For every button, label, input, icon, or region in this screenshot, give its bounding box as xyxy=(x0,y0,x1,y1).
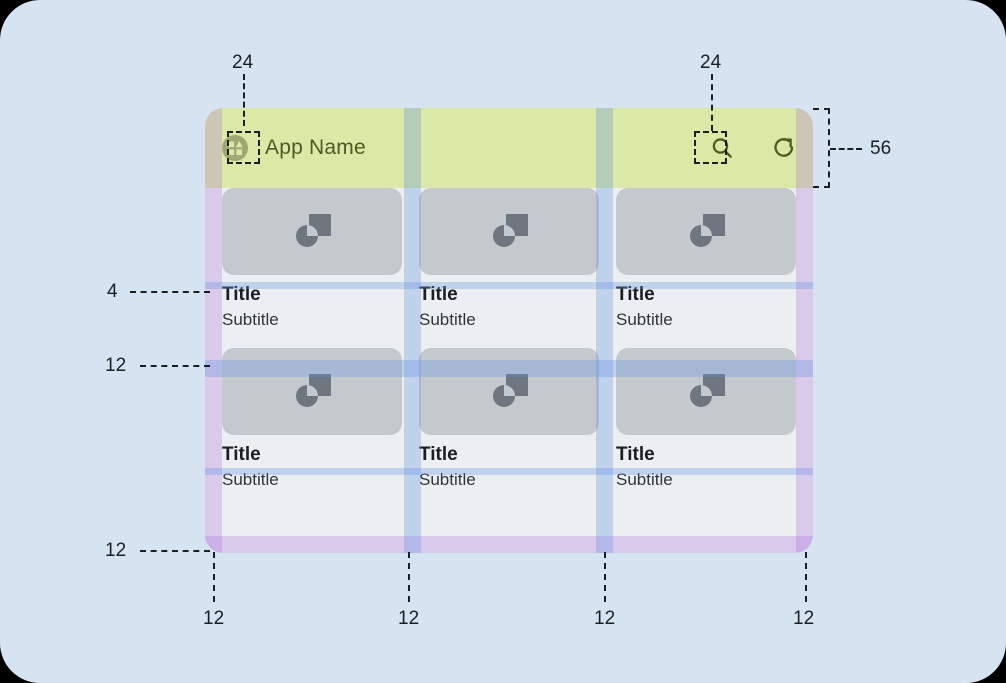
card[interactable]: Title Subtitle xyxy=(616,188,796,331)
app-logo-icon[interactable] xyxy=(222,135,248,161)
leader-line-bottom-2 xyxy=(408,552,410,602)
card-title: Title xyxy=(616,284,655,305)
leader-line-bottom-3 xyxy=(604,552,606,602)
card[interactable]: Title Subtitle xyxy=(222,188,402,331)
app-bar-leading: App Name xyxy=(222,135,366,161)
leader-line-appbar-height xyxy=(830,148,862,150)
card-row: Title Subtitle Title Subtitle xyxy=(222,188,796,331)
card-body: Title Subtitle xyxy=(222,435,402,491)
leader-line-top-right xyxy=(711,74,713,131)
card-media xyxy=(616,348,796,436)
annotation-label-bottom-1: 12 xyxy=(203,608,225,629)
leader-line-media-gap xyxy=(130,291,210,293)
image-placeholder-icon xyxy=(493,373,528,407)
card-row: Title Subtitle Title Subtitle xyxy=(222,348,796,491)
card[interactable]: Title Subtitle xyxy=(419,348,599,491)
leader-line-bottom-1 xyxy=(213,552,215,602)
card-body: Title Subtitle xyxy=(419,435,599,491)
leader-line-top-left xyxy=(243,74,245,126)
card-body: Title Subtitle xyxy=(616,435,796,491)
image-placeholder-icon xyxy=(690,373,725,407)
card-body: Title Subtitle xyxy=(616,275,796,331)
image-placeholder-icon xyxy=(296,213,331,247)
card-subtitle: Subtitle xyxy=(616,470,673,490)
card-title: Title xyxy=(616,444,655,466)
card-title: Title xyxy=(222,284,261,305)
card[interactable]: Title Subtitle xyxy=(616,348,796,491)
card-title: Title xyxy=(222,444,261,466)
card-title: Title xyxy=(419,444,458,466)
annotation-label-row-gap: 12 xyxy=(105,355,127,376)
card-media xyxy=(419,348,599,436)
leader-line-bottom-padding xyxy=(140,550,210,552)
refresh-icon[interactable] xyxy=(771,135,797,161)
card-subtitle: Subtitle xyxy=(419,309,476,329)
card-media xyxy=(419,188,599,275)
card-subtitle: Subtitle xyxy=(419,470,476,490)
app-frame: App Name xyxy=(205,108,813,553)
card-media xyxy=(616,188,796,275)
annotation-label-appbar-height: 56 xyxy=(870,138,892,159)
leader-line-row-gap xyxy=(140,365,210,367)
annotation-label-bottom-3: 12 xyxy=(594,608,616,629)
card[interactable]: Title Subtitle xyxy=(419,188,599,331)
card-body: Title Subtitle xyxy=(222,275,402,331)
annotation-label-bottom-2: 12 xyxy=(398,608,420,629)
image-placeholder-icon xyxy=(690,213,725,247)
card-media xyxy=(222,188,402,275)
annotation-label-media-gap: 4 xyxy=(107,281,118,302)
card-subtitle: Subtitle xyxy=(222,470,279,490)
leader-line-bottom-4 xyxy=(805,552,807,602)
image-placeholder-icon xyxy=(296,373,331,407)
card-title: Title xyxy=(419,284,458,305)
card[interactable]: Title Subtitle xyxy=(222,348,402,491)
annotation-label-bottom-padding: 12 xyxy=(105,540,127,561)
card-grid: Title Subtitle Title Subtitle xyxy=(205,188,813,553)
card-subtitle: Subtitle xyxy=(222,309,279,329)
image-placeholder-icon xyxy=(493,213,528,247)
annotation-label-top-left: 24 xyxy=(232,52,254,73)
annotation-label-bottom-4: 12 xyxy=(793,608,815,629)
touch-target-box-search xyxy=(694,131,727,164)
card-body: Title Subtitle xyxy=(419,275,599,331)
touch-target-box-left xyxy=(227,131,260,164)
annotation-label-top-right: 24 xyxy=(700,52,722,73)
appbar-height-bracket xyxy=(813,108,830,188)
app-bar-title: App Name xyxy=(265,136,366,159)
card-media xyxy=(222,348,402,436)
card-subtitle: Subtitle xyxy=(616,309,673,329)
